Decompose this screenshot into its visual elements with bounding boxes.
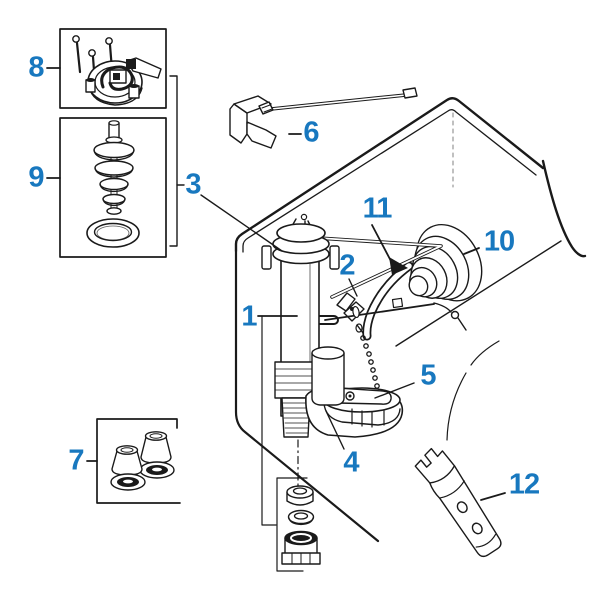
callout-12: 12	[508, 468, 540, 501]
callout-11: 11	[362, 192, 393, 225]
flush-mechanism	[85, 57, 162, 106]
callout-9: 9	[28, 161, 44, 194]
callout-3: 3	[185, 168, 201, 201]
callout-5: 5	[420, 359, 436, 392]
kit-box-9	[59, 117, 167, 258]
valve-body	[305, 346, 404, 438]
callout-8: 8	[28, 51, 44, 84]
fill-valve	[261, 213, 340, 438]
washer-stack	[86, 120, 140, 248]
callout-4: 4	[343, 446, 359, 479]
cone-washer-set	[110, 431, 175, 491]
callout-1: 1	[241, 300, 257, 333]
kit-box-7	[96, 418, 181, 504]
tank-outline	[234, 97, 587, 543]
callout-10: 10	[483, 225, 515, 258]
float-rod-handle	[229, 87, 418, 149]
flush-canister	[408, 223, 483, 302]
lift-chain	[355, 323, 380, 389]
tailpiece-stack	[281, 439, 321, 565]
callout-leaders	[46, 67, 506, 572]
kit-box-8	[59, 28, 167, 109]
callout-2: 2	[339, 249, 355, 282]
callout-7: 7	[68, 444, 84, 477]
callout-6: 6	[303, 116, 319, 149]
dual-flush-cartridge	[414, 447, 502, 558]
